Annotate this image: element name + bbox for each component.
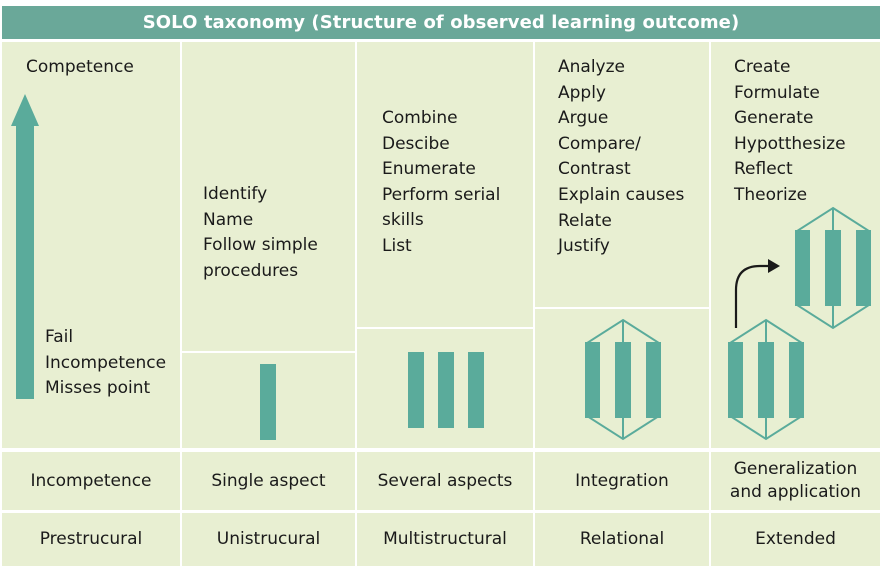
verb: Theorize	[734, 185, 808, 205]
level-label: Relational	[535, 513, 709, 566]
curved-arrow-icon	[734, 259, 780, 328]
aspect-label: Several aspects	[357, 452, 533, 510]
level-label: Prestrucural	[2, 513, 180, 566]
verb: Combine	[382, 108, 458, 128]
verb: Explain causes	[558, 185, 685, 205]
incompetence-axis-label: Incompetence	[45, 352, 167, 373]
verb: Perform serial	[382, 184, 501, 205]
up-arrow-icon	[11, 94, 39, 399]
verb: Formulate	[734, 82, 820, 103]
verb: Relate	[558, 210, 612, 231]
hexagon-bars-icon	[585, 318, 661, 441]
verb: Analyze	[558, 57, 625, 77]
verb: Identify	[203, 184, 268, 204]
verb: skills	[382, 210, 424, 231]
three-bars-icon	[408, 352, 484, 428]
verb: Argue	[558, 108, 609, 129]
verb: Contrast	[558, 159, 631, 180]
misses-point-label: Misses point	[45, 378, 151, 399]
level-label: Unistrucural	[182, 513, 355, 566]
verb: Justify	[558, 236, 610, 257]
verb: Hypotthesize	[734, 133, 846, 154]
verb: Name	[203, 209, 254, 230]
unistructural-verbs-cell	[182, 42, 355, 351]
aspect-label: Generalization and application	[711, 452, 880, 510]
relational-verbs-cell	[535, 42, 709, 307]
verb: Follow simple	[203, 235, 318, 256]
aspect-label: Single aspect	[182, 452, 355, 510]
extended-hexagons-icon	[728, 206, 871, 441]
multistructural-verbs-cell	[357, 42, 533, 327]
level-label: Multistructural	[357, 513, 533, 566]
competence-label: Competence	[26, 57, 134, 77]
verb: procedures	[203, 260, 299, 281]
level-label: Extended	[711, 513, 880, 566]
verb: Descibe	[382, 133, 450, 154]
diagram-title: SOLO taxonomy (Structure of observed lea…	[2, 6, 880, 39]
verb: Compare/	[558, 133, 641, 154]
verb: Enumerate	[382, 159, 476, 180]
verb: Create	[734, 57, 791, 77]
verb: Apply	[558, 82, 606, 103]
single-bar-icon	[260, 364, 276, 440]
fail-label: Fail	[45, 327, 74, 347]
verb: Generate	[734, 108, 814, 129]
aspect-label: Incompetence	[2, 452, 180, 510]
aspect-label: Integration	[535, 452, 709, 510]
verb: Reflect	[734, 159, 793, 180]
verb: List	[382, 236, 412, 256]
